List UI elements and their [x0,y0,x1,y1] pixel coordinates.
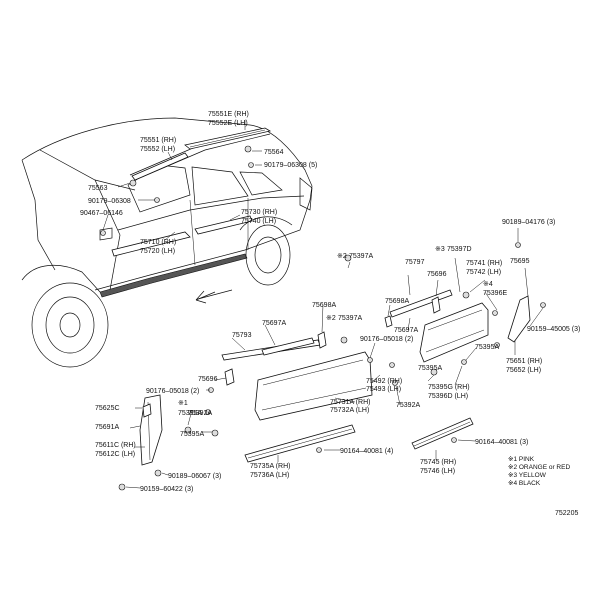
roof-molding-75551E [184,127,272,150]
label-75396E: 75396E [483,290,507,297]
label-75691A: 75691A [95,424,119,431]
clip-75564 [244,145,252,153]
roof-molding-75551 [131,152,189,181]
label-75698A-a: 75698A [312,302,336,309]
label-90179: 90179–06308 [88,198,131,205]
label-75493: 75493 (LH) [366,386,401,393]
legend-orange: ※2 ORANGE or RED [508,464,570,471]
piece-75698A [317,331,327,349]
label-75395A-right: 75395A [475,344,499,351]
label-75736A: 75736A (LH) [250,472,289,479]
rocker-75735A [244,424,356,463]
legend-pink: ※1 PINK [508,456,535,463]
label-75652: 75652 (LH) [506,367,541,374]
leader-lines [102,120,544,489]
label-90189-06067: 90189–06067 (3) [168,473,221,480]
label-90467: 90467–06146 [80,210,123,217]
label-75551E: 75551E (RH) [208,111,249,118]
label-75395G: 75395G (RH) [428,384,470,391]
label-75397D: 75397D [447,246,472,253]
label-75746: 75746 (LH) [420,468,455,475]
mudguard-75651 [507,295,531,343]
label-90176-a: 90176–05018 (2) [360,336,413,343]
label-75720: 75720 (LH) [140,248,175,255]
label-75625C: 75625C [95,405,120,412]
clip-90179 [154,197,160,203]
door-panel-75731A [254,351,373,421]
diagram-code: 752205 [555,510,578,517]
label-75735A: 75735A (RH) [250,463,290,470]
label-75392A-a: 75392A [396,402,420,409]
label-75731A: 75731A (RH) [330,399,370,406]
label-75611C: 75611C (RH) [95,442,136,449]
mark-3: ※3 [435,246,445,253]
label-75392A-b: 75392A [188,410,212,417]
direction-arrow-shaft [197,289,233,300]
label-75742: 75742 (LH) [466,269,501,276]
mark-4: ※4 [483,281,493,288]
label-75564: 75564 [264,149,284,156]
label-75612C: 75612C (LH) [95,451,135,458]
mark-2-b: ※2 [326,315,336,322]
label-75697A-b: 75697A [394,327,418,334]
label-75396D: 75396D (LH) [428,393,468,400]
legend-black: ※4 BLACK [508,480,541,487]
label-90159-60422: 90159–60422 (3) [140,486,193,493]
label-75395A-left: 75395A [178,410,202,417]
label-75397A-b: 75397A [338,315,362,322]
label-75797: 75797 [405,259,425,266]
label-75732A: 75732A (LH) [330,407,369,414]
label-75696-left: 75696 [198,376,218,383]
clip-75563 [129,179,137,187]
label-75395A-mid: 75395A [418,365,442,372]
piece-75696 [224,368,235,386]
label-90164-b: 90164–40081 (3) [475,439,528,446]
clip-90467 [100,230,106,236]
label-75745: 75745 (RH) [420,459,456,466]
door-panel-75741 [419,302,489,363]
piece-75696-right [431,296,441,314]
label-75741: 75741 (RH) [466,260,502,267]
label-75698A-b: 75698A [385,298,409,305]
label-90164-a: 90164–40081 (4) [340,448,393,455]
mark-2-a: ※2 [337,253,347,260]
label-75552: 75552 (LH) [140,146,175,153]
vehicle-outline [21,117,313,368]
label-75397A-a: 75397A [349,253,373,260]
molding-75697A [261,337,315,356]
label-90176-b: 90176–05018 (2) [146,388,199,395]
rocker-75745 [411,417,474,450]
label-90189-3: 90189–04176 (3) [502,219,555,226]
label-90179-5: 90179–06308 (5) [264,162,317,169]
legend-yellow: ※3 YELLOW [508,472,547,479]
label-75492: 75492 (RH) [366,378,402,385]
color-legend: ※1 PINK ※2 ORANGE or RED ※3 YELLOW ※4 BL… [508,456,570,487]
piece-75625C [142,403,152,418]
label-75793: 75793 [232,332,252,339]
label-75696-right: 75696 [427,271,447,278]
mark-1: ※1 [178,400,188,407]
label-75563: 75563 [88,185,108,192]
molding-75797 [389,289,453,318]
label-75730: 75730 (RH) [241,209,277,216]
label-90159-45005: 90159–45005 (3) [527,326,580,333]
piece-75698A-right [384,315,393,328]
label-75651: 75651 (RH) [506,358,542,365]
label-75552E: 75552E (LH) [208,120,248,127]
label-75740: 75740 (LH) [241,218,276,225]
label-75710: 75710 (RH) [140,239,176,246]
label-75551: 75551 (RH) [140,137,176,144]
label-75695: 75695 [510,258,530,265]
label-75395A-bottom: 75395A [180,431,204,438]
clip-90179-5 [248,162,254,168]
mudguard-75611C [139,394,163,466]
label-75697A-a: 75697A [262,320,286,327]
